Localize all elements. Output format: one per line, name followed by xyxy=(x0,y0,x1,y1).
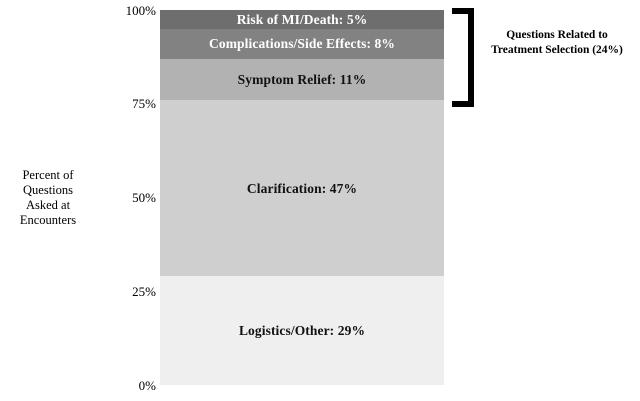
bar-segment-label: Complications/Side Effects: 8% xyxy=(209,36,395,52)
y-axis-ticks: 100% 75% 50% 25% 0% xyxy=(88,0,156,401)
bar-segment-clarification[interactable]: Clarification: 47% xyxy=(160,100,444,277)
bar-segment-label: Symptom Relief: 11% xyxy=(237,71,367,87)
y-tick-label-0: 0% xyxy=(138,377,156,393)
bracket-spine xyxy=(468,8,474,107)
stacked-bar: Risk of MI/Death: 5% Complications/Side … xyxy=(160,10,444,385)
y-axis-title: Percent of Questions Asked at Encounters xyxy=(19,168,77,227)
y-tick-label-100: 100% xyxy=(125,2,156,18)
bracket-bottom-arm xyxy=(452,101,474,107)
bar-segment-symptom-relief[interactable]: Symptom Relief: 11% xyxy=(160,58,444,100)
bar-segment-label: Logistics/Other: 29% xyxy=(238,323,366,339)
bar-segment-label: Risk of MI/Death: 5% xyxy=(236,11,368,27)
y-tick-label-75: 75% xyxy=(132,96,156,112)
bar-segment-label: Clarification: 47% xyxy=(246,180,358,196)
treatment-selection-bracket-icon xyxy=(452,8,474,107)
bar-segment-complications-side-effects[interactable]: Complications/Side Effects: 8% xyxy=(160,28,444,59)
y-tick-label-25: 25% xyxy=(132,283,156,299)
y-tick-label-50: 50% xyxy=(132,190,156,205)
treatment-selection-annotation: Questions Related to Treatment Selection… xyxy=(491,29,623,56)
bracket-top-arm xyxy=(452,8,474,14)
bar-segment-risk-of-mi-death[interactable]: Risk of MI/Death: 5% xyxy=(160,10,444,29)
bar-segment-logistics-other[interactable]: Logistics/Other: 29% xyxy=(160,276,444,385)
